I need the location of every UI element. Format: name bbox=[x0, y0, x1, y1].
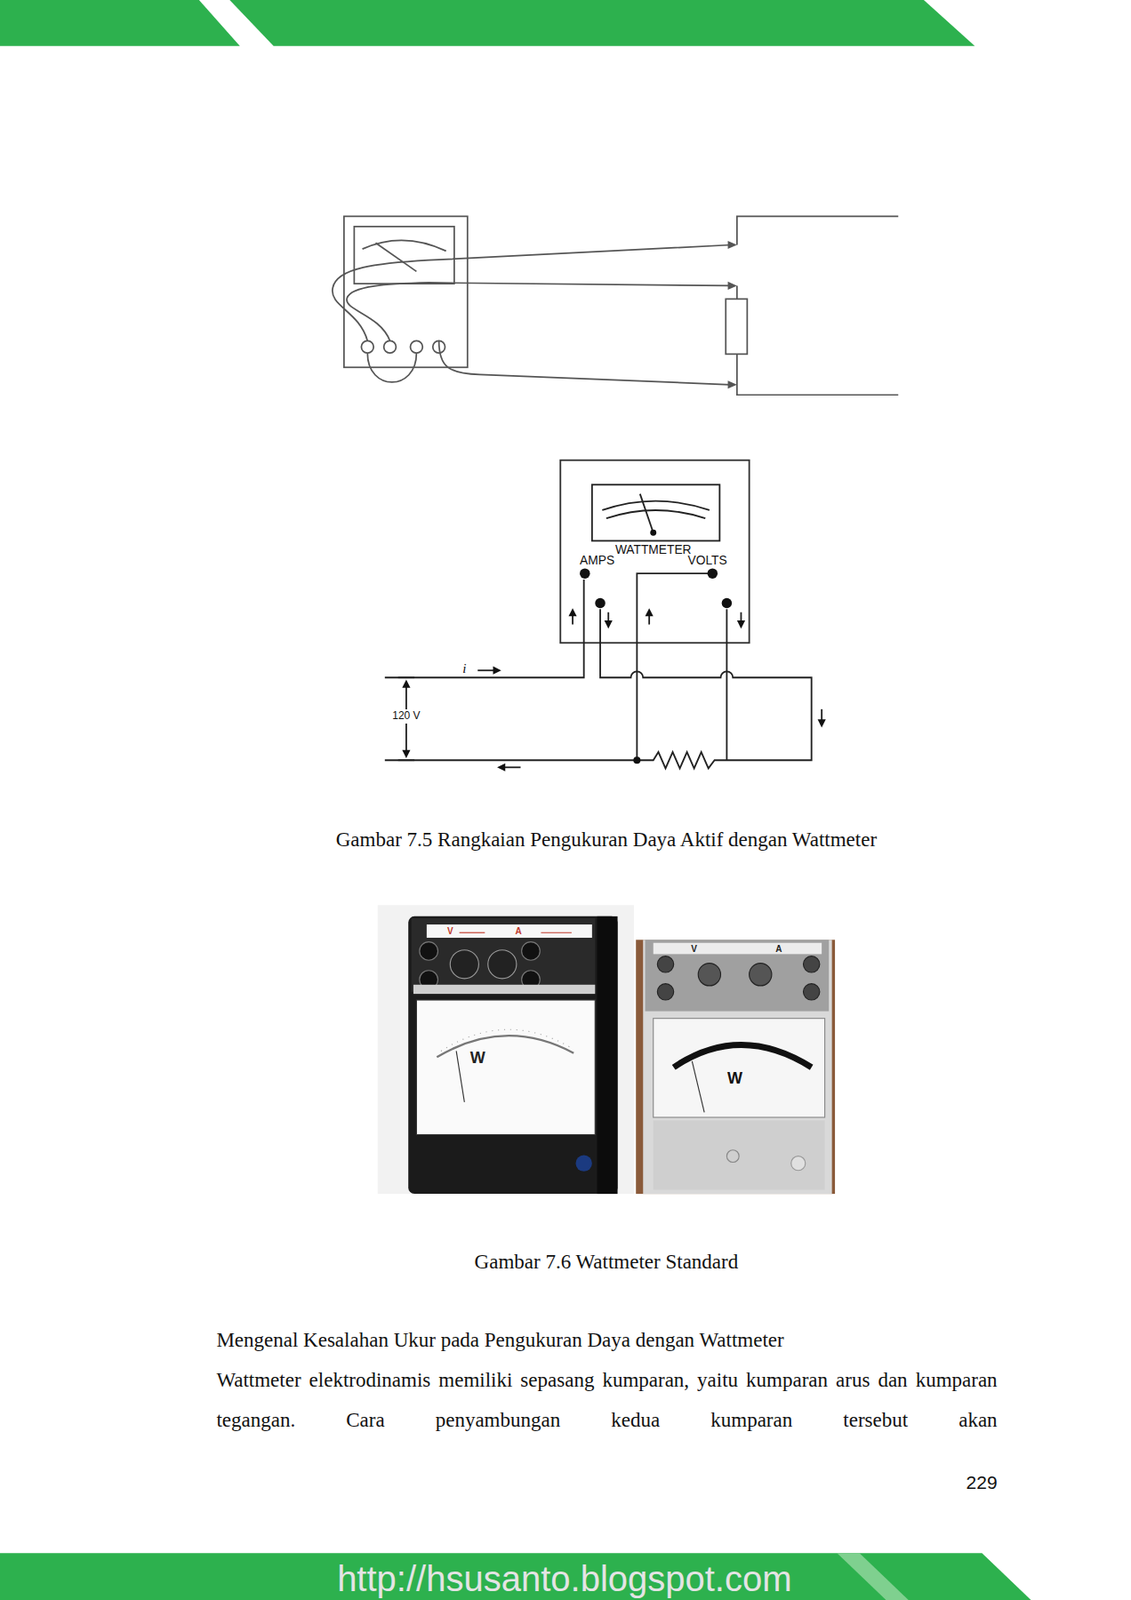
terminal-label: V bbox=[447, 926, 454, 938]
wattmeter-box: WATTMETERAMPS VOLTS bbox=[560, 460, 749, 643]
header-band bbox=[0, 0, 241, 47]
wattmeter-photo bbox=[377, 905, 634, 1195]
figure-caption: Gambar 7.6 Wattmeter Standard bbox=[474, 1251, 739, 1275]
wattmeter-photo bbox=[635, 939, 835, 1195]
header-band bbox=[229, 0, 975, 47]
arrowheads bbox=[728, 240, 738, 389]
footer-stripe bbox=[836, 1553, 908, 1600]
wattmeter-circuit bbox=[385, 460, 822, 770]
terminal-label: AMPS bbox=[579, 553, 615, 568]
body-paragraph: Wattmeter elektrodinamis memiliki sepasa… bbox=[216, 1360, 997, 1441]
terminals-and-arrowheads bbox=[401, 529, 826, 772]
meter-symbol: W bbox=[727, 1069, 743, 1089]
figure-caption: Gambar 7.5 Rangkaian Pengukuran Daya Akt… bbox=[336, 828, 877, 852]
section-heading: Mengenal Kesalahan Ukur pada Pengukuran … bbox=[216, 1329, 784, 1353]
terminal-label: A bbox=[515, 926, 522, 938]
meter-title: WATTMETER bbox=[615, 543, 692, 557]
page-number: 229 bbox=[966, 1472, 998, 1494]
current-symbol: i bbox=[462, 661, 466, 677]
watermark: http://hsusanto.blogspot.com bbox=[336, 1558, 792, 1600]
wattmeter-circuit-sketch bbox=[332, 216, 899, 395]
terminal-label: V bbox=[690, 944, 698, 955]
terminal-label: VOLTS bbox=[688, 553, 728, 568]
terminal-label: A bbox=[775, 944, 782, 955]
meter-symbol: W bbox=[470, 1049, 486, 1068]
footer-band bbox=[0, 1553, 1031, 1600]
voltage-label: 120 V bbox=[390, 709, 422, 724]
